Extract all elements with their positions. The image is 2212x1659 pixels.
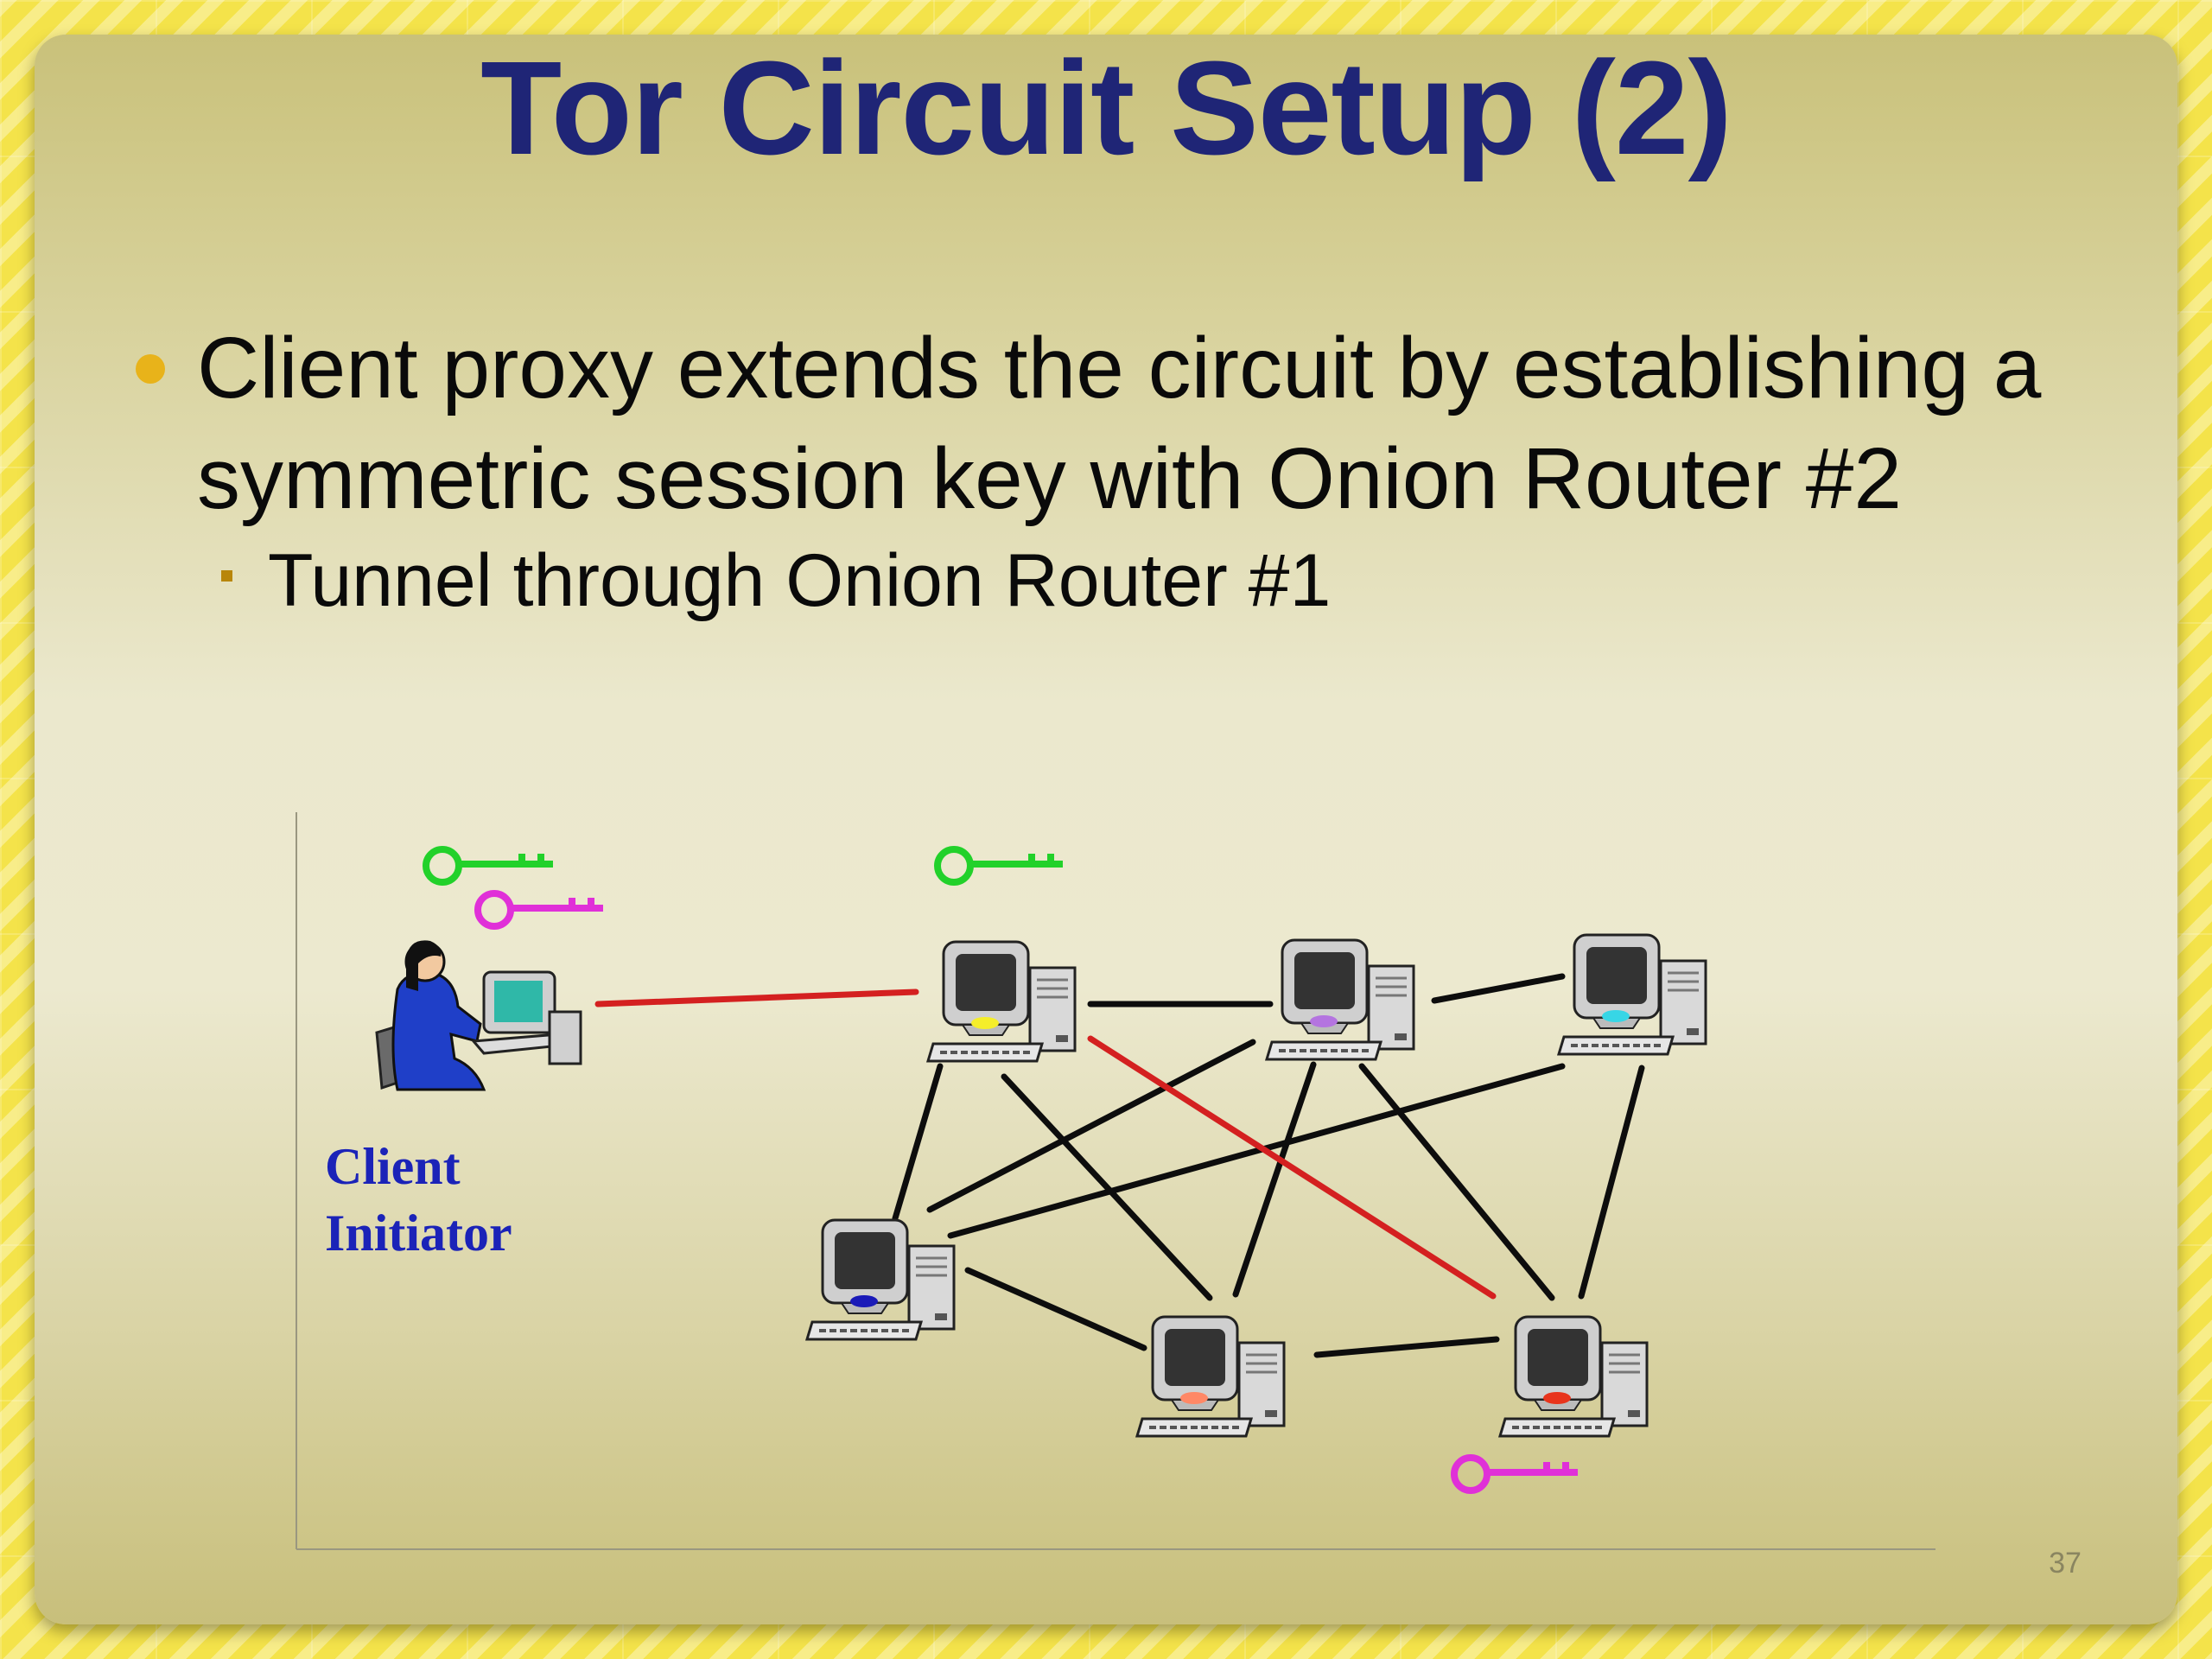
green-key-client <box>423 846 553 886</box>
onion-router-6 <box>1498 1315 1649 1438</box>
onion-router-4 <box>805 1218 956 1341</box>
magenta-key-client <box>474 890 603 930</box>
client-label-line1: Client <box>325 1138 461 1195</box>
onion-router-3 <box>1557 933 1707 1056</box>
green-key-router-1 <box>934 846 1063 886</box>
client-initiator-icon <box>375 940 582 1091</box>
sub-bullet-text: Tunnel through Onion Router #1 <box>268 539 1332 622</box>
bullet-text: Client proxy extends the circuit by esta… <box>197 320 2042 527</box>
client-label-line2: Initiator <box>325 1205 512 1262</box>
slide-title: Tor Circuit Setup (2) <box>480 34 1732 182</box>
bullet-marker <box>136 354 165 384</box>
sub-bullet-marker <box>221 570 232 582</box>
page-number: 37 <box>2049 1547 2082 1580</box>
onion-router-1 <box>926 940 1077 1063</box>
onion-router-5 <box>1135 1315 1286 1438</box>
slide-background <box>35 35 2177 1624</box>
onion-router-2 <box>1265 938 1415 1061</box>
magenta-key-router-2 <box>1451 1454 1578 1494</box>
